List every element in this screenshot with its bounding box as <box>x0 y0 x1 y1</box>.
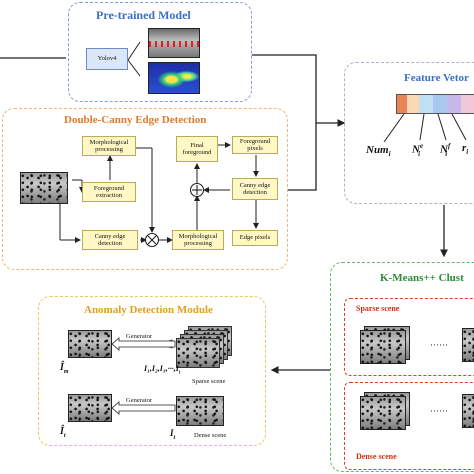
anomaly-input-image-1 <box>68 330 112 358</box>
canny-panel <box>2 108 288 270</box>
dense-cluster-dots: ······ <box>430 406 448 416</box>
anomaly-sparse-label: Sparse scene <box>192 378 226 385</box>
dense-cluster-box <box>344 382 474 470</box>
kmeans-title: K-Means++ Clust <box>380 272 464 284</box>
fg-extract-box: Foreground extraction <box>82 182 136 202</box>
sparse-cluster-image-3 <box>462 328 474 362</box>
canny-box-1: Canny edge detection <box>82 230 138 250</box>
anomaly-sequence-1: I₁,I₂,I₃,···,It <box>144 364 181 376</box>
anomaly-input-image-2 <box>68 394 112 422</box>
detection-image <box>148 28 200 58</box>
pretrained-to-feature-arrow <box>252 54 346 127</box>
anomaly-input-1-symbol: Îm <box>60 362 69 375</box>
kmeans-panel <box>330 262 474 472</box>
final-fg-box: Final foreground <box>176 136 218 162</box>
canny-box-2: Canny edge detection <box>232 178 278 200</box>
yolo-box: Yolov4 <box>86 48 128 70</box>
pretrained-panel <box>68 2 252 102</box>
fg-pixels-box: Foreground pixels <box>232 136 278 154</box>
sparse-cluster-dots: ······ <box>430 340 448 350</box>
dense-cluster-image-3 <box>462 394 474 428</box>
pretrained-title: Pre-trained Model <box>96 8 191 22</box>
feature-ne: Nei <box>412 142 424 158</box>
generator-label-2: Generator <box>126 397 152 404</box>
anomaly-title: Anomaly Detection Module <box>84 304 213 316</box>
canny-input-image <box>20 172 68 204</box>
morph-box-1: Morphological processing <box>82 136 136 156</box>
canny-to-feature-arrow <box>288 123 317 191</box>
sparse-cluster-label: Sparse scene <box>356 304 400 313</box>
feature-panel <box>344 62 474 204</box>
sparse-frame-stack <box>176 326 236 368</box>
feature-r: ri <box>462 142 469 157</box>
sparse-cluster-image-2 <box>360 330 406 364</box>
feature-color-bar <box>396 94 474 114</box>
morph-box-2: Morphological processing <box>172 230 224 250</box>
dense-frame-image <box>176 396 224 426</box>
generator-label-1: Generator <box>126 333 152 340</box>
dense-cluster-image-2 <box>360 396 406 430</box>
feature-num: Numi <box>366 144 391 159</box>
yolo-label: Yolov4 <box>97 55 117 63</box>
anomaly-dense-label: Dense scene <box>194 432 227 439</box>
dense-cluster-label: Dense scene <box>356 452 397 461</box>
feature-title: Feature Vetor <box>404 72 469 84</box>
feature-nf: Nfi <box>440 142 451 158</box>
anomaly-sequence-2: It <box>170 428 176 441</box>
edge-pixels-box: Edge pixels <box>232 230 278 246</box>
anomaly-input-2-symbol: Ît <box>60 426 66 439</box>
sparse-cluster-box <box>344 298 474 376</box>
canny-title: Double-Canny Edge Detection <box>64 114 207 126</box>
anomaly-panel <box>38 296 266 446</box>
heatmap-image <box>148 62 200 94</box>
